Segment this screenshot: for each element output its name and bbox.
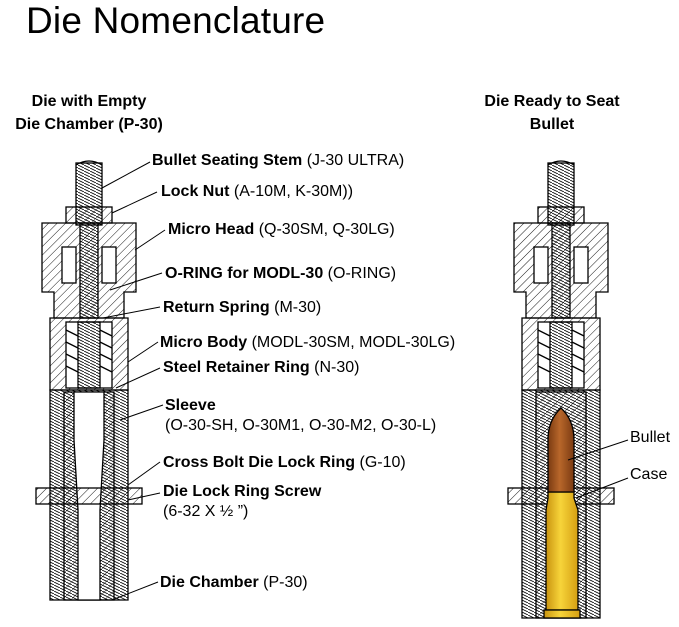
callout-cross-bolt-die-lock-ring: Cross Bolt Die Lock Ring (G-10) <box>163 454 406 471</box>
left-die-title-line2: Die Chamber (P-30) <box>15 116 163 133</box>
case-label: Case <box>630 466 668 483</box>
left-lock-ring <box>35 487 143 505</box>
bullet-shape <box>547 407 575 493</box>
left-die <box>35 160 143 601</box>
callout-micro-head: Micro Head (Q-30SM, Q-30LG) <box>168 221 395 238</box>
page-title: Die Nomenclature <box>26 0 326 41</box>
right-die-title: Die Ready to Seat Bullet <box>463 90 641 136</box>
callout-die-lock-ring-screw: Die Lock Ring Screw(6-32 X ½ ”) <box>163 483 322 520</box>
left-lock-nut <box>65 206 113 224</box>
right-die <box>507 160 615 619</box>
callout-micro-body: Micro Body (MODL-30SM, MODL-30LG) <box>160 334 456 351</box>
callout-sleeve: Sleeve(O-30-SH, O-30M1, O-30-M2, O-30-L) <box>165 397 437 434</box>
right-die-title-line2: Bullet <box>529 116 575 133</box>
callout-o-ring: O-RING for MODL-30 (O-RING) <box>165 265 397 282</box>
callout-return-spring: Return Spring (M-30) <box>163 299 322 316</box>
right-lock-nut <box>537 206 585 224</box>
callout-steel-retainer-ring: Steel Retainer Ring (N-30) <box>163 359 360 376</box>
left-die-title-line1: Die with Empty <box>31 93 147 110</box>
bullet-label: Bullet <box>630 429 671 446</box>
left-die-title: Die with Empty Die Chamber (P-30) <box>0 90 178 136</box>
callout-bullet-seating-stem: Bullet Seating Stem (J-30 ULTRA) <box>152 152 405 169</box>
callout-lock-nut: Lock Nut (A-10M, K-30M)) <box>161 183 354 200</box>
callout-die-chamber: Die Chamber (P-30) <box>160 574 308 591</box>
case-shape <box>545 491 579 611</box>
right-die-title-line1: Die Ready to Seat <box>484 93 620 110</box>
leader-lines <box>101 161 629 601</box>
